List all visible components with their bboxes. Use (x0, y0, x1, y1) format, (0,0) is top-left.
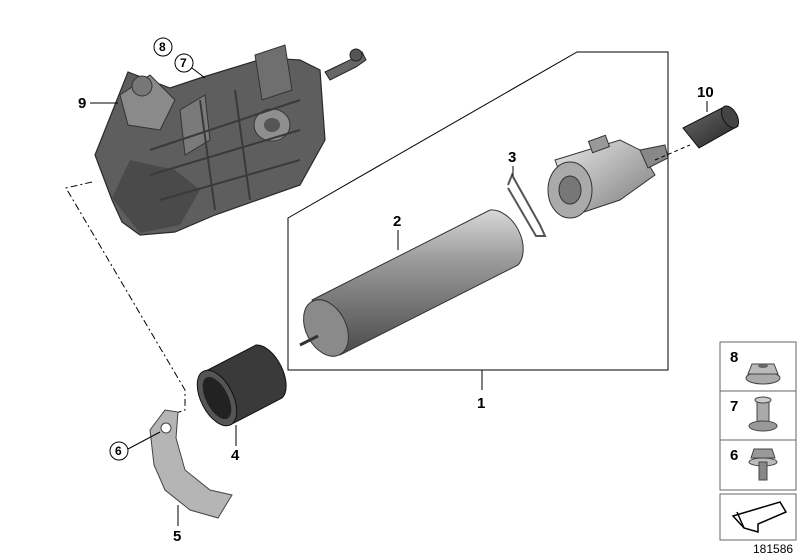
fuel-filter-part (299, 209, 524, 357)
side-panel: 8 7 6 (719, 341, 797, 541)
callout-5: 5 (173, 528, 181, 545)
callout-7: 7 (180, 56, 187, 70)
filter-head-part (547, 134, 669, 219)
callout-1: 1 (477, 395, 485, 412)
rubber-sleeve-part (196, 344, 287, 427)
bracket-part (94, 44, 367, 236)
assembly-group-outline (287, 51, 669, 371)
callout-4: 4 (231, 447, 240, 464)
side-label-8: 8 (730, 349, 738, 366)
connector-part (682, 105, 740, 149)
side-label-6: 6 (730, 447, 738, 464)
callout-3: 3 (508, 149, 516, 166)
callout-circle-8 (153, 37, 173, 57)
reference-number: 181586 (753, 542, 793, 556)
flange-nut-icon (745, 363, 781, 385)
callout-circle-6 (109, 441, 129, 461)
callout-6: 6 (115, 444, 122, 458)
retaining-clip-part (507, 172, 547, 237)
clamp-part (149, 409, 233, 519)
callout-2: 2 (393, 213, 401, 230)
spacer-sleeve-icon (748, 396, 778, 432)
callout-8: 8 (159, 40, 166, 54)
bolt-washer-icon (748, 448, 778, 481)
side-label-7: 7 (730, 398, 738, 415)
callout-10: 10 (697, 84, 714, 101)
callout-9: 9 (78, 95, 86, 112)
callout-circle-7 (174, 53, 194, 73)
arrow-symbol-icon (731, 501, 788, 533)
